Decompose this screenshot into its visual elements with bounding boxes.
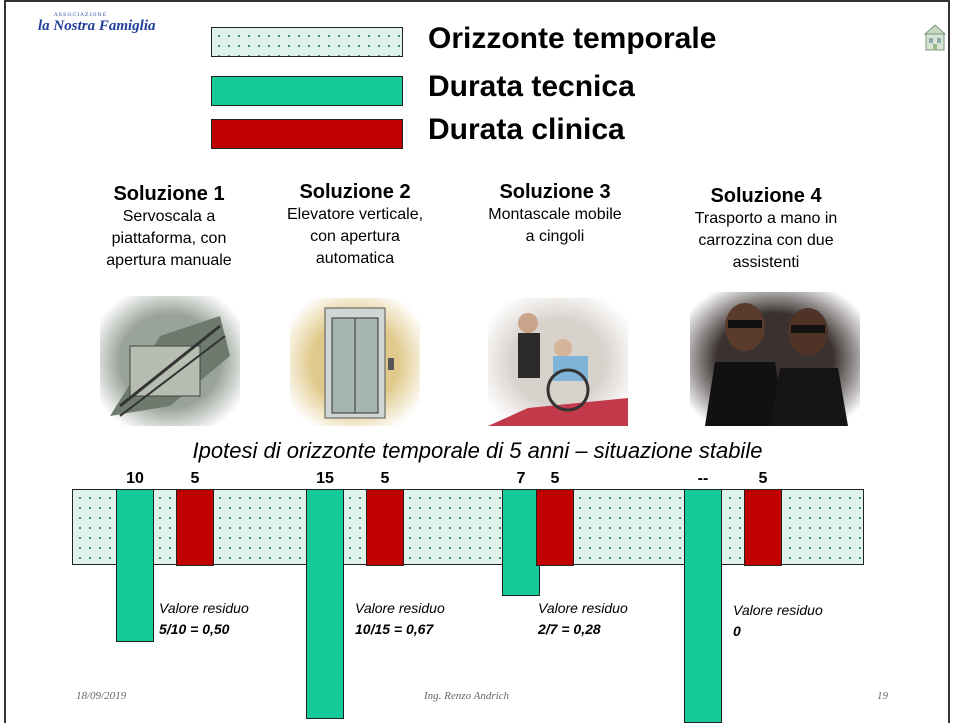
clinical-duration-label-3: 5 [550,470,560,487]
nostra-famiglia-logo: ASSOCIAZIONE la Nostra Famiglia [38,8,188,38]
hypothesis-caption: Ipotesi di orizzonte temporale di 5 anni… [192,438,763,463]
legend-swatch-clinica [211,119,403,149]
solution-1: Soluzione 1 Servoscala a piattaforma, co… [79,182,259,272]
two-assistants-photo [690,292,860,426]
legend-label-orizzonte: Orizzonte temporale [428,22,717,55]
footer-author: Ing. Renzo Andrich [424,690,510,702]
solution-4-title: Soluzione 4 [710,185,822,207]
solution-1-title: Soluzione 1 [113,183,225,205]
residual-value-formula-3: 2/7 = 0,28 [538,621,601,637]
solution-4: Soluzione 4 Trasporto a mano in carrozzi… [666,184,866,274]
stair-lift-platform-photo [100,296,240,426]
technical-duration-bar-1 [116,489,154,642]
stair-climber-wheelchair-photo [488,298,628,426]
clinical-duration-bar-2 [366,489,404,566]
clinical-duration-label-4: 5 [758,470,768,487]
residual-value-formula-2: 10/15 = 0,67 [355,621,434,637]
solution-4-desc-line2: carrozzina con due [698,232,834,249]
solution-2-desc-line1: Elevatore verticale, [286,206,424,223]
slide-border-right [948,0,950,723]
residual-value-label-4: Valore residuo [733,602,823,618]
solution-3-title: Soluzione 3 [499,181,611,203]
solution-2-desc-line3: automatica [315,250,395,267]
residual-value-2: Valore residuo 10/15 = 0,67 [355,598,445,640]
slide-border-top [4,0,950,2]
residual-value-label-1: Valore residuo [159,600,249,616]
technical-duration-bar-3 [502,489,540,596]
residual-value-3: Valore residuo 2/7 = 0,28 [538,598,628,640]
residual-value-label-3: Valore residuo [538,600,628,616]
solution-1-desc-line1: Servoscala a [122,208,216,225]
logo-association-text: ASSOCIAZIONE [54,12,108,18]
solution-3: Soluzione 3 Montascale mobile a cingoli [465,180,645,248]
residual-value-4: Valore residuo 0 [733,600,823,642]
clinical-duration-bar-1 [176,489,214,566]
residual-value-1: Valore residuo 5/10 = 0,50 [159,598,249,640]
clinical-duration-label-1: 5 [190,470,200,487]
technical-duration-label-2: 15 [316,470,334,487]
legend-label-clinica: Durata clinica [428,113,625,146]
solution-2-desc-line2: con apertura [310,228,400,245]
solution-1-desc-line2: piattaforma, con [111,230,227,247]
residual-value-formula-4: 0 [733,623,741,639]
technical-duration-bar-2 [306,489,344,719]
solution-4-desc-line1: Trasporto a mano in [694,210,838,227]
solution-2: Soluzione 2 Elevatore verticale, con ape… [265,180,445,270]
legend-swatch-tecnica [211,76,403,106]
technical-duration-label-1: 10 [126,470,144,487]
solution-3-desc-line1: Montascale mobile [488,206,622,223]
building-icon [923,24,947,51]
footer-page-number: 19 [877,690,888,702]
technical-duration-bar-4 [684,489,722,723]
solution-4-desc-line3: assistenti [732,254,800,271]
solution-1-desc-line3: apertura manuale [106,252,232,269]
vertical-elevator-photo [290,298,420,426]
slide-border-left [4,0,6,723]
logo-name: la Nostra Famiglia [38,18,156,34]
clinical-duration-bar-3 [536,489,574,566]
clinical-duration-label-2: 5 [380,470,390,487]
footer-date: 18/09/2019 [76,690,127,702]
technical-duration-label-4: -- [697,470,709,487]
legend-swatch-orizzonte [211,27,403,57]
solution-3-desc-line2: a cingoli [525,228,585,245]
solution-2-title: Soluzione 2 [299,181,411,203]
clinical-duration-bar-4 [744,489,782,566]
legend-label-tecnica: Durata tecnica [428,70,635,103]
technical-duration-label-3: 7 [516,470,526,487]
residual-value-label-2: Valore residuo [355,600,445,616]
residual-value-formula-1: 5/10 = 0,50 [159,621,230,637]
